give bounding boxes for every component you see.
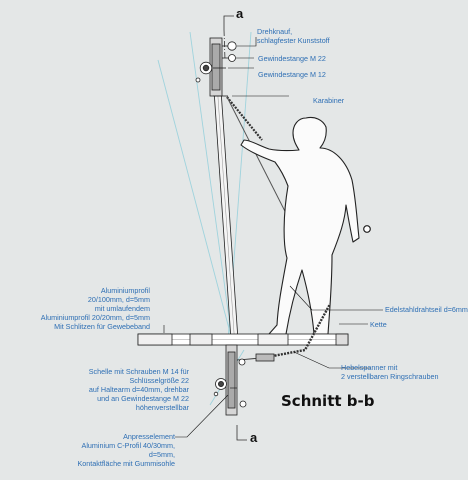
label-line: Kette	[370, 320, 387, 329]
label-line: schlagfester Kunststoff	[257, 36, 330, 45]
label-karabiner: Karabiner	[313, 96, 344, 105]
label-line: Mit Schlitzen für Gewebeband	[54, 322, 150, 331]
label-aluminiumprofil: Aluminiumprofil 20/100mm, d=5mm mit umla…	[41, 286, 150, 331]
label-line: Schelle mit Schrauben M 14 für	[88, 367, 189, 376]
label-line: Drehknauf,	[257, 27, 293, 36]
reference-circle-marker	[363, 225, 371, 233]
label-line: Kontaktfläche mit Gummisohle	[77, 459, 175, 468]
label-line: Schlüsselgröße 22	[129, 376, 189, 385]
human-silhouette	[240, 116, 360, 335]
label-hebelspanner: Hebelspanner mit 2 verstellbaren Ringsch…	[341, 363, 439, 381]
label-line: Aluminiumprofil	[100, 286, 150, 295]
chain-upper	[226, 96, 263, 141]
main-pole	[213, 89, 239, 341]
bottom-mechanism	[213, 344, 263, 416]
label-gewinde-m12: Gewindestange M 12	[258, 70, 326, 79]
label-line: Aluminiumprofil 20/20mm, d=5mm	[40, 313, 150, 322]
section-title: Schnitt b-b	[281, 392, 375, 410]
label-schelle: Schelle mit Schrauben M 14 für Schlüssel…	[89, 367, 189, 412]
section-line-a	[223, 15, 247, 441]
section-marker-bottom: a	[250, 430, 258, 445]
label-line: 20/100mm, d=5mm	[87, 295, 150, 304]
label-line: Karabiner	[313, 96, 345, 105]
section-marker-top: a	[236, 6, 244, 21]
aluminium-profile-bar	[137, 333, 349, 346]
label-line: auf Haltearm d=40mm, drehbar	[88, 385, 189, 394]
label-line: Edelstahldrahtseil d=6mm	[385, 305, 468, 314]
label-line: mit umlaufendem	[94, 304, 150, 313]
label-line: höhenverstellbar	[135, 403, 189, 412]
label-kette: Kette	[370, 320, 387, 329]
label-line: Anpresselement	[123, 432, 175, 441]
label-gewinde-m22: Gewindestange M 22	[258, 54, 326, 63]
label-line: 2 verstellbaren Ringschrauben	[341, 372, 439, 381]
label-anpresselement: Anpresselement Aluminium C-Profil 40/30m…	[78, 432, 175, 468]
label-line: und an Gewindestange M 22	[97, 394, 189, 403]
label-line: Aluminium C-Profil 40/30mm,	[81, 441, 175, 450]
label-edelstahldrahtseil: Edelstahldrahtseil d=6mm	[385, 305, 468, 314]
label-line: Gewindestange M 12	[258, 70, 326, 79]
label-line: Hebelspanner mit	[341, 363, 398, 372]
label-drehknauf: Drehknauf, schlagfester Kunststoff	[257, 27, 330, 45]
leader-lines	[163, 37, 383, 438]
label-line: d=5mm,	[148, 450, 175, 459]
chain-lower	[255, 303, 332, 362]
top-mechanism	[195, 37, 237, 97]
label-line: Gewindestange M 22	[258, 54, 326, 63]
